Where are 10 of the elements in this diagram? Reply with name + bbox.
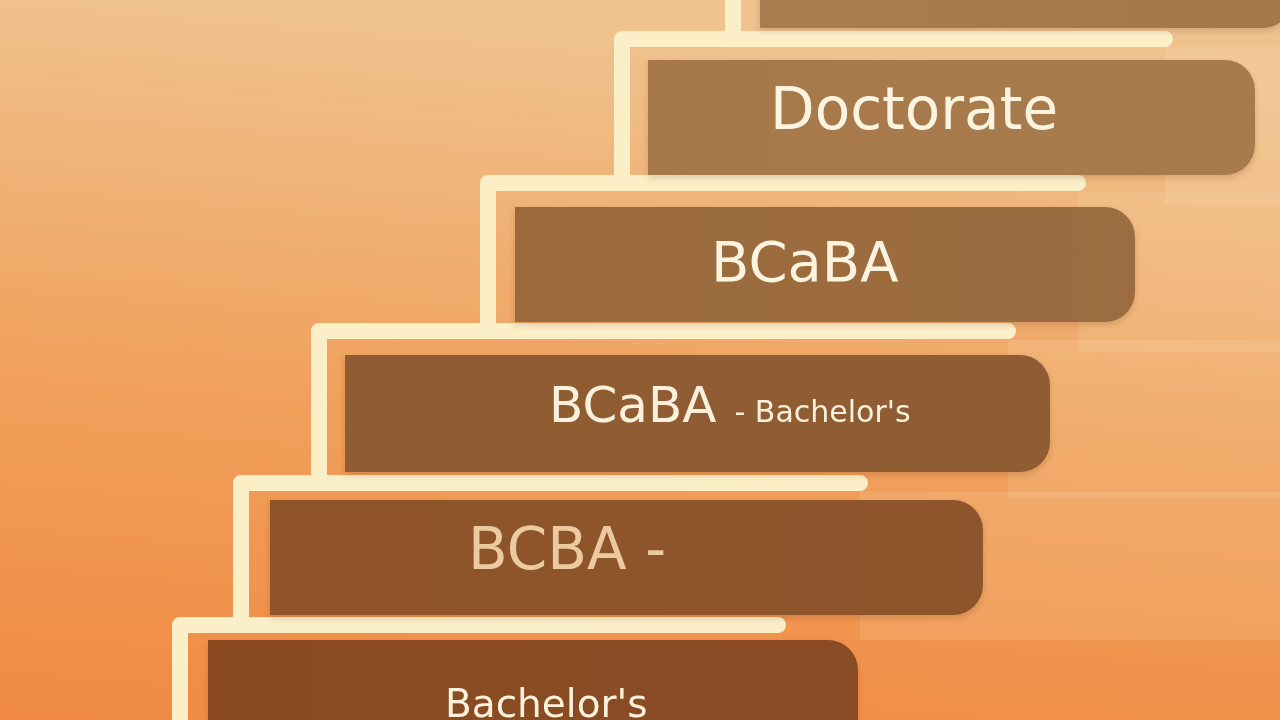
level-label: - Bachelor's xyxy=(734,394,911,428)
step-bar xyxy=(515,207,1135,322)
step-bar xyxy=(270,500,983,615)
level-label: BCBA - xyxy=(468,518,667,582)
step-bar xyxy=(345,355,1050,472)
step-bar xyxy=(648,60,1255,175)
level-label: BCaBA xyxy=(711,231,899,293)
level-label: BCaBA xyxy=(549,377,717,433)
level-label: Doctorate xyxy=(770,78,1059,142)
level-label: Bachelor's xyxy=(445,682,648,720)
